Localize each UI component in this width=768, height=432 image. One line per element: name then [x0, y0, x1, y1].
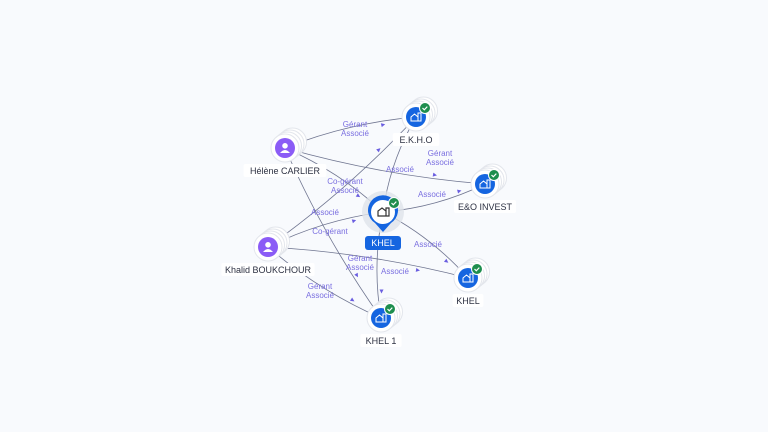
node-label-bg	[221, 263, 315, 276]
node-label-bg	[392, 133, 440, 146]
edge-label: Associé	[418, 190, 447, 199]
verified-badge-icon	[488, 169, 500, 181]
edge-label: Associé	[426, 158, 455, 167]
edge-label: Associé	[414, 240, 443, 249]
node-label-bg	[360, 334, 402, 347]
edge-arrow-icon	[355, 193, 361, 198]
checkmark-icon	[422, 106, 428, 111]
node-label: Khalid BOUKCHOUR	[225, 265, 312, 275]
edge-label: Gérant	[308, 282, 333, 291]
checkmark-icon	[387, 307, 393, 312]
node-label: KHEL	[371, 238, 395, 248]
node-eo[interactable]: E&O INVEST	[454, 163, 516, 213]
edge-label: Associé	[331, 186, 360, 195]
building-icon	[375, 313, 387, 323]
edge-labels-layer: GérantAssociéGérantAssociéCo-gérantAssoc…	[306, 120, 455, 300]
person-icon	[263, 242, 273, 252]
edge-line	[267, 246, 469, 279]
checkmark-icon	[491, 173, 497, 178]
edge-label: Associé	[346, 263, 375, 272]
edge-arrow-icon	[415, 267, 420, 272]
node-ekho[interactable]: E.K.H.O	[392, 96, 440, 146]
edge-arrow-icon	[379, 289, 384, 294]
edge-line	[267, 246, 382, 319]
edge-label: Gérant	[428, 149, 453, 158]
building-icon	[410, 112, 422, 122]
verified-badge-icon	[384, 303, 396, 315]
edge-label: Associé	[381, 267, 410, 276]
edge-label: Associé	[311, 208, 340, 217]
edge-helene-eo[interactable]	[284, 147, 486, 185]
node-label-bg	[243, 164, 327, 177]
edge-arrow-icon	[376, 148, 381, 153]
node-label-bg	[365, 236, 401, 250]
node-label: E.K.H.O	[399, 135, 432, 145]
checkmark-icon	[391, 201, 397, 206]
edge-arrow-icon	[432, 172, 437, 177]
node-helene[interactable]: Hélène CARLIER	[243, 127, 327, 177]
node-label: KHEL 1	[366, 336, 397, 346]
building-icon	[377, 207, 390, 217]
edge-label: Co-gérant	[312, 227, 348, 236]
edge-label: Gérant	[343, 120, 368, 129]
node-khel_r[interactable]: KHEL	[452, 257, 490, 307]
edge-khalid-khel_r[interactable]	[267, 246, 469, 279]
nodes-layer: Hélène CARLIER Khalid BOUKCHOUR KHEL E.K.H.…	[221, 96, 516, 347]
verified-badge-icon	[471, 263, 483, 275]
edge-label: Co-gérant	[327, 177, 363, 186]
edge-label: Associé	[306, 291, 335, 300]
edge-arrow-icon	[457, 189, 462, 194]
node-label: Hélène CARLIER	[250, 166, 321, 176]
edge-arrow-icon	[380, 123, 386, 128]
node-label-bg	[454, 200, 516, 213]
node-label: E&O INVEST	[458, 202, 513, 212]
node-khel1[interactable]: KHEL 1	[360, 297, 403, 347]
edge-label: Associé	[341, 129, 370, 138]
edge-khalid-khel1[interactable]	[267, 246, 382, 319]
edge-arrow-icon	[349, 297, 355, 302]
checkmark-icon	[474, 267, 480, 272]
verified-badge-icon	[419, 102, 431, 114]
edge-arrow-icon	[443, 258, 449, 263]
verified-badge-icon	[388, 197, 400, 209]
edge-label: Associé	[386, 165, 415, 174]
node-label: KHEL	[456, 296, 480, 306]
edge-arrow-icon	[354, 272, 358, 278]
building-icon	[462, 273, 474, 283]
building-icon	[479, 179, 491, 189]
edge-arrow-icon	[351, 219, 357, 224]
node-khalid[interactable]: Khalid BOUKCHOUR	[221, 226, 315, 276]
edge-label: Gérant	[348, 254, 373, 263]
edge-line	[284, 147, 486, 185]
node-label-bg	[452, 294, 484, 307]
node-khel_main[interactable]: KHEL	[362, 191, 404, 250]
person-icon	[280, 143, 290, 153]
